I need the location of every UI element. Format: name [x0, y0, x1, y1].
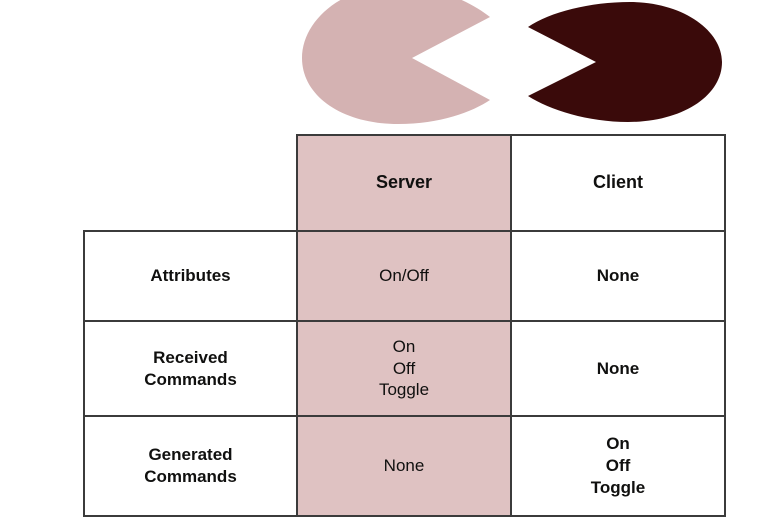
- matrix-table: Server Client Attributes On/Off None Rec…: [83, 134, 726, 517]
- column-header-server: Server: [296, 134, 512, 232]
- cell-generated-commands-server: None: [296, 415, 512, 517]
- row-header-line: Commands: [144, 467, 237, 486]
- cell-generated-commands-client: On Off Toggle: [510, 415, 726, 517]
- light-pacman-icon: [302, 0, 490, 124]
- cell-line: On: [606, 434, 630, 454]
- table-row: Attributes On/Off None: [83, 230, 726, 322]
- row-header-line: Commands: [144, 369, 237, 389]
- cell-line: Off: [605, 456, 631, 476]
- cell-line: On: [392, 336, 416, 356]
- page-root: Server Client Attributes On/Off None Rec…: [83, 0, 730, 517]
- cell-attributes-client: None: [510, 230, 726, 322]
- cell-received-commands-server: On Off Toggle: [296, 320, 512, 417]
- dark-pacman-icon: [528, 2, 722, 122]
- row-header-attributes: Attributes: [83, 230, 298, 322]
- table-row: Generated Commands None On Off Toggle: [83, 415, 726, 517]
- row-header-received-commands: Received Commands: [83, 320, 298, 417]
- corner-spacer: [84, 135, 297, 231]
- pacman-pair-graphic: [300, 0, 730, 125]
- cell-line: Toggle: [590, 477, 646, 497]
- cell-line: Toggle: [378, 380, 430, 400]
- cell-received-commands-client: None: [510, 320, 726, 417]
- cell-attributes-server: On/Off: [296, 230, 512, 322]
- cell-line: Off: [392, 358, 416, 378]
- row-header-line: Generated: [148, 445, 233, 465]
- table-header-row: Server Client: [84, 134, 726, 232]
- row-header-line: Received: [153, 347, 228, 367]
- column-header-client: Client: [510, 134, 726, 232]
- table-row: Received Commands On Off Toggle None: [83, 320, 726, 417]
- row-header-generated-commands: Generated Commands: [83, 415, 298, 517]
- onoff-cluster-matrix: Server Client Attributes On/Off None Rec…: [83, 134, 726, 517]
